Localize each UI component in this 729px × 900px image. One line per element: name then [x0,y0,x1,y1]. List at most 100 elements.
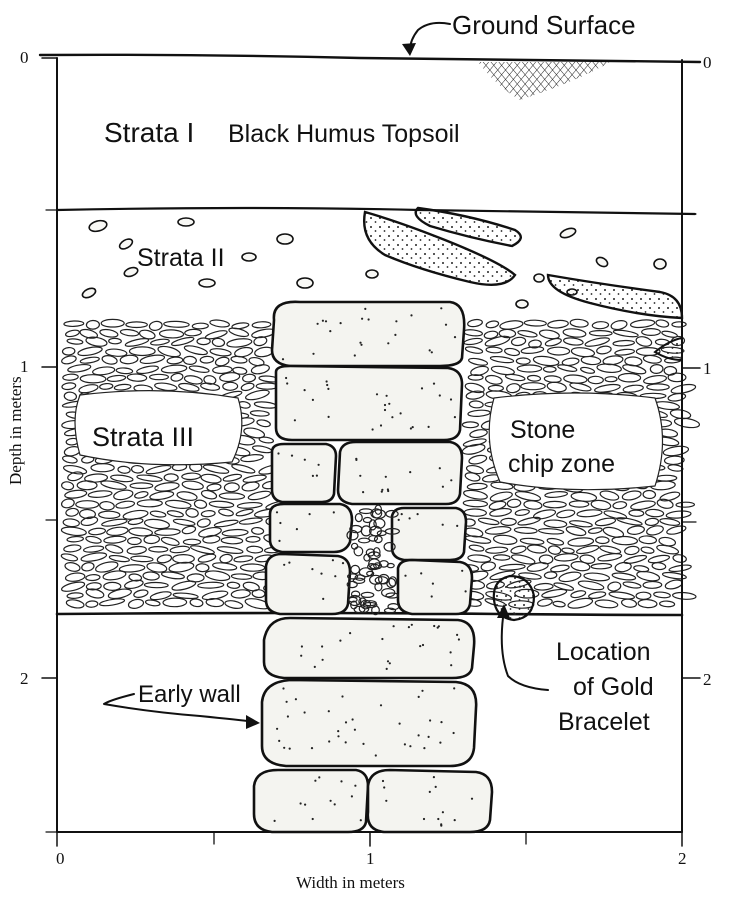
stone-chip [489,491,513,502]
stone-chip [596,363,622,374]
stone-chip [480,561,496,572]
stone-chip [245,389,270,401]
stipple-dot [278,539,281,543]
stipple-dot [299,802,302,805]
stone-chip [240,454,264,463]
stone-chip [484,335,511,347]
stone-chip [604,376,618,383]
stone-chip [62,373,79,381]
stipple-dot [386,660,390,663]
stone-chip [484,526,512,535]
stone-chip [223,482,240,493]
stipple-dot [321,319,324,322]
rubble-stone [367,563,377,571]
stone-chip [85,336,108,347]
stone-chip [146,562,168,573]
right-tick-marks [681,61,701,679]
stone-chip [66,592,84,599]
stipple-dot [375,393,379,396]
stone-chip [656,544,680,555]
stone-chip [183,345,208,356]
stone-chip [209,348,232,357]
stipple-dot [364,307,367,310]
rubble-stone [371,509,386,519]
stone-chip [214,356,230,367]
stone-chip [200,473,222,484]
stone-chip [101,355,118,365]
stone-chip [655,319,670,328]
stone-chip [587,375,604,385]
rubble-stone [366,570,375,577]
rubble-stone [372,547,381,557]
stone-chip [630,500,656,511]
stone-chip [504,347,521,357]
stipple-dot [421,643,425,647]
stipple-dot [355,458,358,461]
rubble-stone [360,591,375,599]
stone-chip [64,562,81,572]
stone-chip [258,436,275,444]
stone-chip [133,589,149,598]
right-tick-label-2: 2 [703,670,712,689]
stone-chip [166,510,184,518]
stone-chip [139,354,166,365]
stone-chip [110,474,134,483]
stone-chip [588,591,607,599]
stipple-dot [288,561,291,564]
stipple-dot [416,513,419,516]
stone-chip [557,364,578,372]
stone-chip [156,554,173,564]
stone-chip [614,561,632,573]
stone-chip [220,536,244,545]
stone-chip [662,445,690,457]
stone-chip [85,588,105,599]
stipple-dot [453,416,456,419]
stone-chip [143,518,170,530]
rubble-stone [383,607,397,614]
stipple-dot [285,700,288,703]
early-wall-stones [252,300,522,834]
stone-chip [517,330,538,338]
stipple-dot [450,479,453,482]
stone-chip [642,580,663,589]
stone-chip [60,526,87,537]
stone-chip [211,337,226,348]
stipple-dot [452,731,455,735]
stone-chip [142,571,160,581]
stipple-dot [315,474,318,477]
stone-chip [608,591,636,600]
stone-chip [126,373,148,382]
stone-chip [79,374,107,384]
y-axis-title: Depth in meters [6,376,25,485]
stone-chip [154,482,180,492]
stone-chip [666,525,687,535]
stone-chip [569,520,593,528]
stipple-dot [321,658,324,661]
stipple-dot [278,739,281,743]
stone-chip [63,391,78,402]
stone-chip [469,429,488,439]
stone-chip [158,329,185,339]
stone-chip [172,592,199,600]
stone-chip [621,490,642,501]
stipple-dot [281,358,285,361]
stone-chip [253,336,268,347]
stone-chip [514,491,542,502]
stipple-dot [339,322,342,325]
stone-chip [218,492,246,500]
stone-chip [199,355,215,364]
stone-chip [160,571,185,580]
stone-chip [106,374,127,382]
stone-chip [546,346,571,356]
stone-chip [636,570,661,582]
rubble-stone [346,580,358,589]
stipple-dot [282,687,285,690]
stipple-dot [308,513,311,516]
stone-chip [98,510,121,520]
stone-chip [242,373,256,383]
stone-chip [160,364,188,374]
stipple-dot [427,425,430,428]
stipple-dot [410,623,413,626]
stone-chip [462,499,489,508]
